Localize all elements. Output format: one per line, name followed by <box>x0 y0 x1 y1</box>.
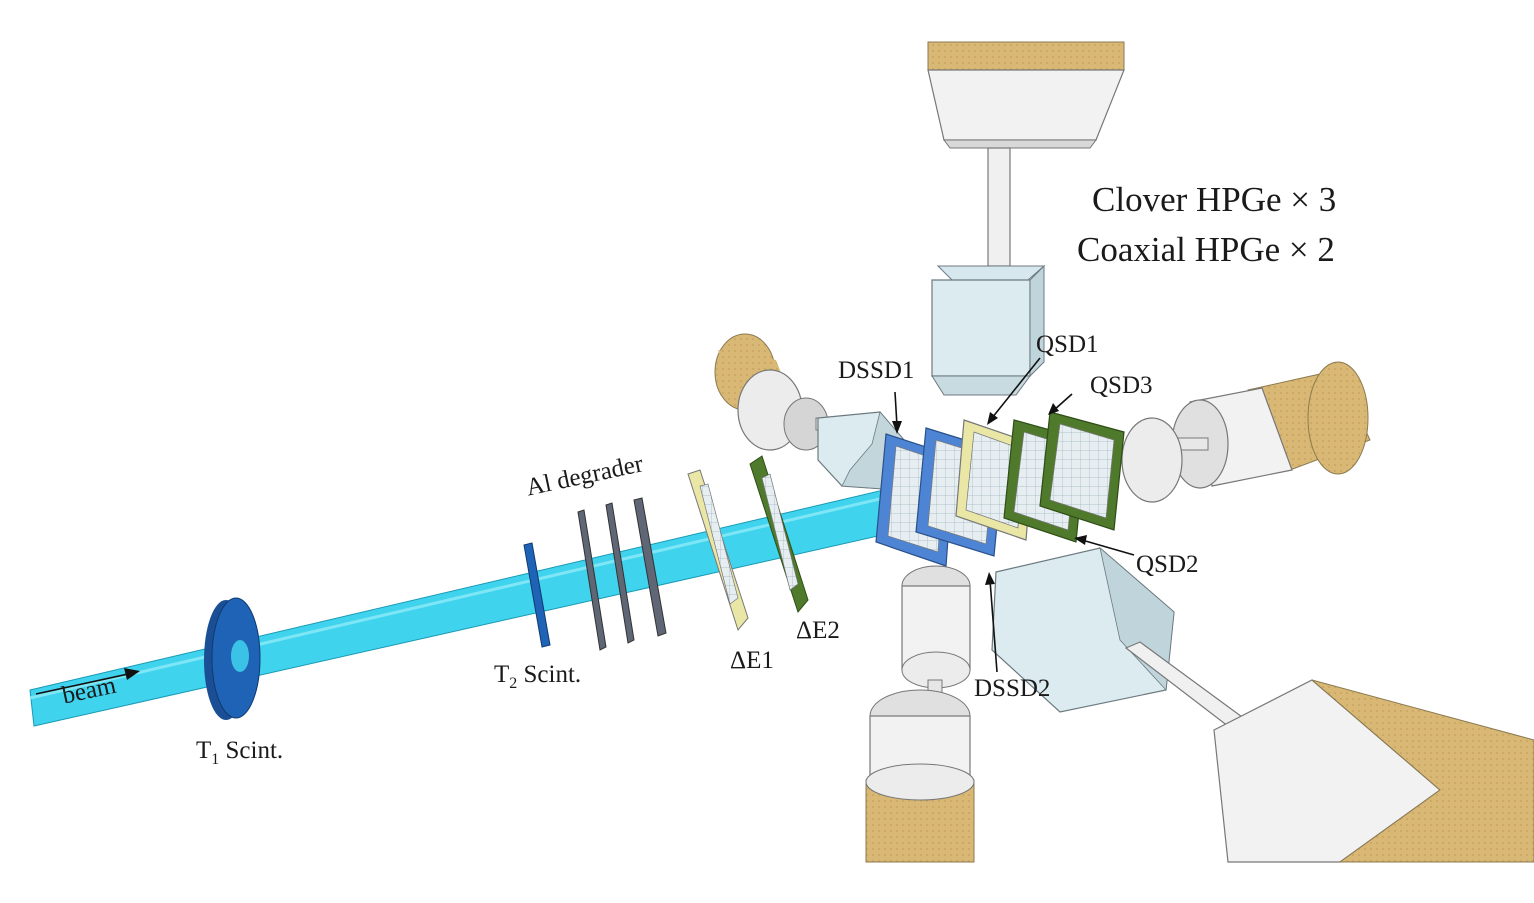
t1-letter: T <box>196 737 212 764</box>
t2-letter: T <box>494 661 510 688</box>
dssd2-label: DSSD2 <box>974 675 1051 702</box>
coaxial-detector-left <box>714 333 905 491</box>
coaxial-detector-right <box>1121 361 1371 503</box>
delta-e2-label: ΔE2 <box>796 617 840 644</box>
t1-scintillator <box>204 597 261 720</box>
coaxial-detector-bottom <box>865 565 975 863</box>
delta-e1-detector <box>687 469 749 632</box>
qsd3-detector <box>1039 411 1125 531</box>
qsd2-label: QSD2 <box>1136 551 1199 578</box>
delta-e2-detector <box>749 455 809 614</box>
delta-e1-label: ΔE1 <box>730 647 774 674</box>
annotation-arrows <box>35 357 1135 695</box>
clover-detector-top <box>927 41 1125 396</box>
t2-subscript: 2 <box>509 675 518 692</box>
dssd1-label: DSSD1 <box>838 357 915 384</box>
t1-subscript: 1 <box>211 751 220 768</box>
qsd3-label: QSD3 <box>1090 372 1153 399</box>
al-degrader-plates <box>577 497 667 651</box>
t2-scint-label: T2 Scint. <box>494 661 582 692</box>
coaxial-count-label: Coaxial HPGe × 2 <box>1077 230 1335 269</box>
clover-count-label: Clover HPGe × 3 <box>1092 180 1337 219</box>
t1-rest: Scint. <box>219 737 284 764</box>
t2-rest: Scint. <box>517 661 582 688</box>
clover-detector-bottom-right <box>991 546 1534 863</box>
t1-scint-label: T1 Scint. <box>196 737 284 768</box>
qsd1-label: QSD1 <box>1036 331 1099 358</box>
t2-scintillator <box>523 542 551 648</box>
